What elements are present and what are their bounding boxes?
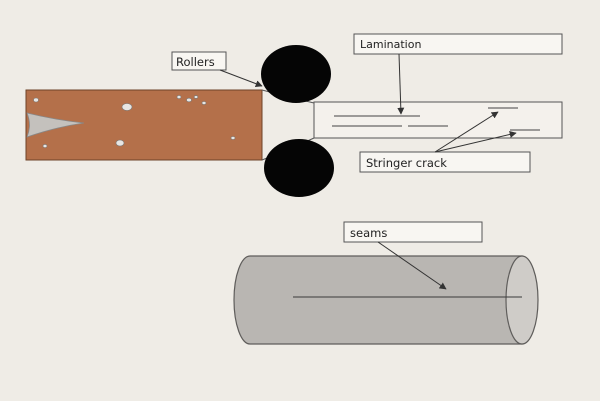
upper-roller: [261, 45, 331, 103]
label-box: [171, 51, 227, 71]
label-text: Rollers: [176, 55, 215, 69]
shrinkage-pipe-defect: [26, 112, 85, 138]
lamination-lines: [332, 115, 448, 127]
pipe-end-face: [505, 255, 539, 345]
arrow-lamination: [397, 53, 405, 115]
label-box: [343, 221, 483, 243]
void: [186, 97, 192, 103]
void: [176, 95, 182, 99]
void: [121, 103, 133, 111]
label-rollers: Rollers: [171, 51, 227, 71]
label-seams: seams: [343, 221, 483, 243]
void: [115, 139, 125, 147]
label-text: Lamination: [360, 38, 421, 51]
arrow-stringer-crack-lower: [434, 131, 517, 153]
void: [230, 136, 236, 140]
void: [193, 95, 199, 99]
pipe-body: [233, 255, 523, 345]
arrow-rollers: [219, 69, 263, 88]
label-stringer-crack: Stringer crack: [359, 151, 531, 173]
ingot: [25, 89, 263, 161]
plate-body: [313, 101, 563, 139]
arrow-stringer-crack-upper: [434, 111, 499, 153]
void: [201, 101, 207, 105]
void: [42, 144, 48, 148]
label-text: Stringer crack: [366, 156, 447, 170]
porosity-voids: [33, 95, 236, 148]
stringer-crack-lines: [488, 107, 540, 131]
label-box: [353, 33, 563, 55]
void: [33, 97, 39, 103]
pipe: [233, 255, 539, 345]
rolled-plate: [313, 101, 563, 139]
leader-arrows: [219, 53, 517, 290]
rollers: [261, 45, 334, 197]
lower-roller: [264, 139, 334, 197]
arrow-seams: [377, 241, 447, 290]
label-lamination: Lamination: [353, 33, 563, 55]
label-box: [359, 151, 531, 173]
label-text: seams: [350, 226, 387, 240]
